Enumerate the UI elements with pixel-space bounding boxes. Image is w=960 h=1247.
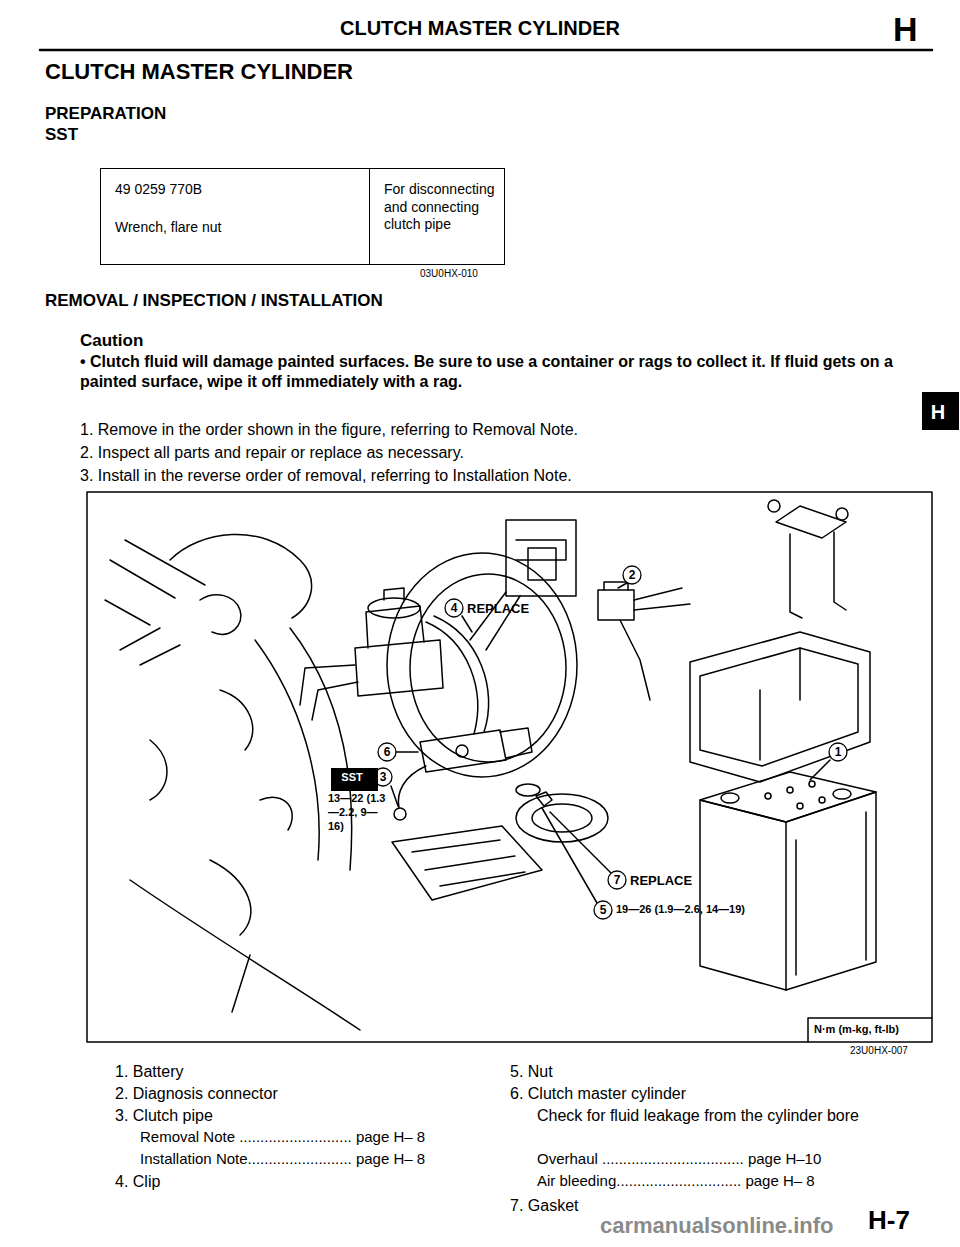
torque-value: 13—22 (1.3—2.2, 9—16): [328, 792, 388, 833]
node-text: SST: [332, 771, 372, 785]
node-text: Wrench, flare nut: [115, 219, 221, 237]
part-list-item: 6. Clutch master cylinder: [510, 1084, 686, 1104]
node-text: H: [923, 400, 953, 425]
inspection-note: Check for fluid leakage from the cylinde…: [537, 1106, 877, 1126]
step-text: 2. Inspect all parts and repair or repla…: [80, 443, 910, 463]
part-list-item: 1. Battery: [115, 1062, 183, 1082]
caution-text: • Clutch fluid will damage painted surfa…: [80, 352, 910, 392]
section-heading: REMOVAL / INSPECTION / INSTALLATION: [45, 290, 383, 311]
sst-badge: SST: [331, 768, 378, 791]
torque-value: 19—26 (1.9—2.6, 14—19): [616, 903, 776, 917]
running-header: CLUTCH MASTER CYLINDER: [280, 16, 680, 41]
page-title: CLUTCH MASTER CYLINDER: [45, 58, 353, 86]
reference-note: Removal Note ...........................…: [140, 1128, 425, 1147]
figure-code: 03U0HX-010: [420, 268, 478, 281]
reference-note: Installation Note.......................…: [140, 1150, 425, 1169]
section-heading: SST: [45, 124, 78, 145]
node-text: For disconnecting and connecting clutch …: [384, 181, 496, 234]
callout-number: 2: [623, 566, 641, 584]
replace-note: REPLACE: [467, 601, 529, 617]
replace-note: REPLACE: [630, 873, 692, 889]
part-list-item: 4. Clip: [115, 1172, 160, 1192]
step-text: 1. Remove in the order shown in the figu…: [80, 420, 910, 440]
callout-number: 3: [374, 768, 392, 786]
callout-number: 1: [829, 743, 847, 761]
step-text: 3. Install in the reverse order of remov…: [80, 466, 910, 486]
callout-number: 6: [378, 743, 396, 761]
unit-note: N·m (m-kg, ft-lb): [814, 1023, 899, 1037]
page-number: H-7: [868, 1204, 910, 1237]
reference-note: Air bleeding............................…: [537, 1172, 815, 1191]
caution-heading: Caution: [80, 330, 143, 351]
watermark: carmanualsonline.info: [600, 1212, 834, 1240]
section-letter: H: [893, 8, 918, 51]
section-tab: H: [922, 392, 959, 430]
callout-number: 5: [594, 901, 612, 919]
part-list-item: 2. Diagnosis connector: [115, 1084, 278, 1104]
figure-code: 23U0HX-007: [850, 1045, 908, 1058]
part-list-item: 7. Gasket: [510, 1196, 578, 1216]
callout-number: 7: [608, 871, 626, 889]
callout-number: 4: [445, 599, 463, 617]
node-text: 49 0259 770B: [115, 181, 202, 199]
reference-note: Overhaul ...............................…: [537, 1150, 821, 1169]
tool-cell: For disconnecting and connecting clutch …: [369, 168, 505, 265]
section-heading: PREPARATION: [45, 103, 166, 124]
tool-cell: 49 0259 770B Wrench, flare nut: [100, 168, 370, 265]
part-list-item: 5. Nut: [510, 1062, 553, 1082]
part-list-item: 3. Clutch pipe: [115, 1106, 213, 1126]
